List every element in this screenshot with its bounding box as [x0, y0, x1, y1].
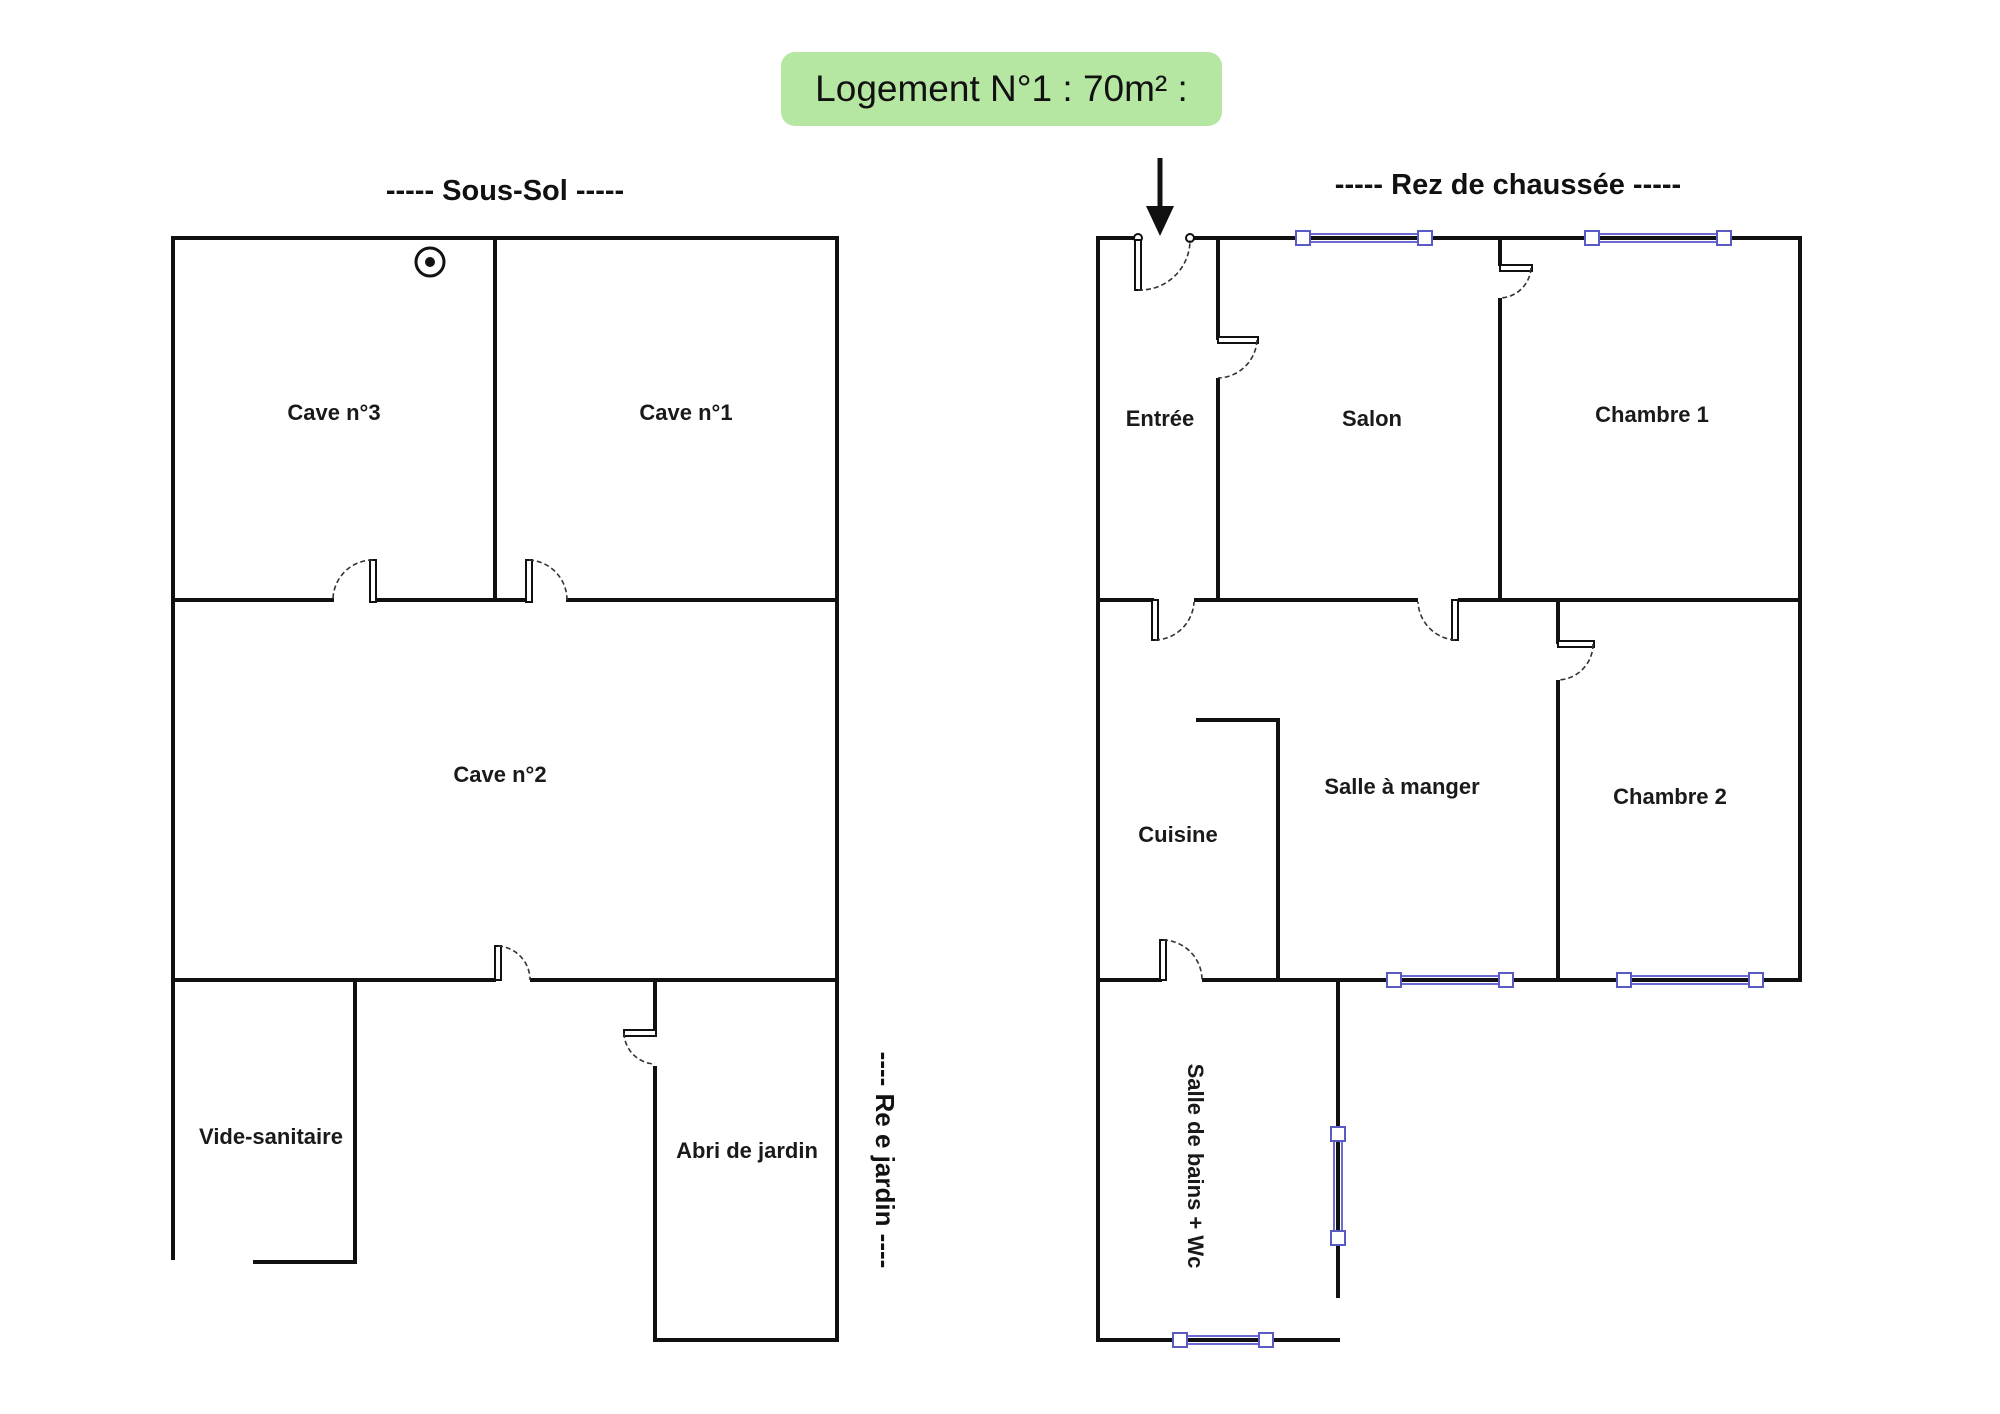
door-chambre1: [1494, 264, 1533, 299]
room-label-cave2: Cave n°2: [453, 762, 546, 787]
basement-plan: ----- Sous-Sol -----: [171, 175, 900, 1342]
room-label-cuisine: Cuisine: [1138, 822, 1217, 847]
door-cave1: [525, 559, 568, 606]
basement-walls: [171, 236, 839, 1342]
ground-floor-plan: ----- Rez de chaussée -----: [1096, 158, 1802, 1348]
room-label-salle-bains: Salle de bains + Wc: [1183, 1064, 1208, 1269]
door-salon: [1212, 336, 1259, 379]
room-label-vide-sanitaire: Vide-sanitaire: [199, 1124, 343, 1149]
room-label-entree: Entrée: [1126, 406, 1194, 431]
room-label-abri-jardin: Abri de jardin: [676, 1138, 818, 1163]
door-cave3: [332, 559, 377, 606]
door-cave2: [494, 945, 531, 986]
room-label-cave1: Cave n°1: [639, 400, 732, 425]
window-salle-manger: [1386, 972, 1514, 988]
plan-title: Logement N°1 : 70m² :: [781, 52, 1222, 126]
door-main-entrance: [1133, 233, 1195, 291]
door-salle-bains: [1159, 939, 1203, 986]
window-chambre1: [1584, 230, 1732, 246]
room-label-salon: Salon: [1342, 406, 1402, 431]
basement-side-label: ---- Re e jardin ----: [870, 1052, 900, 1269]
door-abri: [623, 1029, 661, 1066]
window-salle-bains-bottom: [1172, 1332, 1274, 1348]
window-salon: [1295, 230, 1433, 246]
door-chambre2: [1552, 640, 1595, 681]
target-circle-icon: [414, 246, 446, 278]
room-label-chambre1: Chambre 1: [1595, 402, 1709, 427]
entrance-arrow-icon: [1146, 158, 1174, 236]
door-salle-manger: [1417, 594, 1459, 641]
room-label-cave3: Cave n°3: [287, 400, 380, 425]
window-chambre2: [1616, 972, 1764, 988]
door-cuisine-top: [1151, 594, 1195, 641]
basement-header: ----- Sous-Sol -----: [386, 175, 624, 207]
window-salle-bains-side: [1330, 1126, 1346, 1246]
ground-floor-header: ----- Rez de chaussée -----: [1335, 169, 1681, 201]
room-label-salle-manger: Salle à manger: [1324, 774, 1480, 799]
room-label-chambre2: Chambre 2: [1613, 784, 1727, 809]
